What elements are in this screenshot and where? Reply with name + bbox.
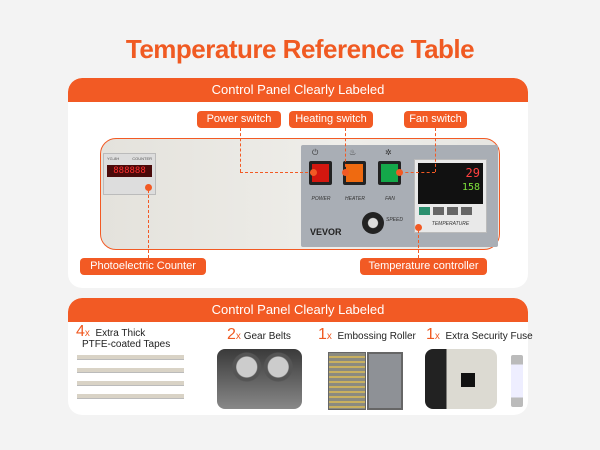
qty-x: x xyxy=(326,331,332,342)
qty: 2 xyxy=(227,326,236,343)
gear-belts-image xyxy=(217,349,302,409)
accessory-gear-belts: 2x Gear Belts xyxy=(227,326,291,344)
qty-x: x xyxy=(434,331,440,342)
qty: 1 xyxy=(426,326,435,343)
qty-x: x xyxy=(235,331,241,342)
marker-dot xyxy=(310,169,317,176)
leader-line xyxy=(345,128,346,172)
page-title: Temperature Reference Table xyxy=(125,34,475,64)
leader-line xyxy=(418,230,419,258)
card-header: Control Panel Clearly Labeled xyxy=(68,78,528,102)
callout-power-switch: Power switch xyxy=(197,111,281,128)
qty: 1 xyxy=(318,326,327,343)
item-name: Embossing Roller xyxy=(337,331,416,342)
item-name: Gear Belts xyxy=(243,331,291,342)
power-icon: ⏻ xyxy=(312,148,319,157)
leader-line xyxy=(240,172,313,173)
roller-case-image xyxy=(367,352,403,410)
marker-dot xyxy=(396,169,403,176)
pv-display: 29 xyxy=(465,166,480,180)
fan-icon: ✲ xyxy=(385,148,392,157)
fan-label: FAN xyxy=(385,196,395,202)
qty: 4 xyxy=(76,323,85,340)
accessory-tapes: 4x Extra Thick PTFE-coated Tapes xyxy=(76,323,171,351)
temperature-controller: 29 158 TEMPERATURE xyxy=(414,159,487,233)
callout-photoelectric-counter: Photoelectric Counter xyxy=(80,258,206,275)
power-label: POWER xyxy=(311,196,331,202)
fuse-socket-image xyxy=(425,349,497,409)
leader-line xyxy=(148,190,149,258)
marker-dot xyxy=(415,224,422,231)
set-button[interactable] xyxy=(419,207,430,215)
item-name-2: PTFE-coated Tapes xyxy=(82,339,171,350)
callout-fan-switch: Fan switch xyxy=(404,111,467,128)
marker-dot xyxy=(145,184,152,191)
heater-label: HEATER xyxy=(345,196,365,202)
down-button[interactable] xyxy=(447,207,458,215)
vevor-logo: VEVOR xyxy=(310,227,342,237)
fuse-image xyxy=(511,355,523,407)
counter-display: 888888 xyxy=(107,165,152,177)
tapes-image xyxy=(77,355,184,399)
shift-button[interactable] xyxy=(433,207,444,215)
counter-label: COUNTER xyxy=(132,156,152,161)
qty-x: x xyxy=(84,328,90,339)
embossing-roller-image xyxy=(328,352,366,410)
accessory-embossing-roller: 1x Embossing Roller xyxy=(318,326,416,344)
speed-label: SPEED xyxy=(386,217,403,223)
speed-knob[interactable] xyxy=(362,212,384,234)
card-header: Control Panel Clearly Labeled xyxy=(68,298,528,322)
accessory-security-fuse: 1x Extra Security Fuse xyxy=(426,326,533,344)
leader-line xyxy=(400,172,435,173)
item-name: Extra Security Fuse xyxy=(445,331,533,342)
temperature-label: TEMPERATURE xyxy=(431,221,470,227)
item-name: Extra Thick xyxy=(95,328,146,339)
leader-line xyxy=(435,128,436,172)
leader-line xyxy=(240,128,241,172)
callout-heating-switch: Heating switch xyxy=(289,111,373,128)
up-button[interactable] xyxy=(461,207,472,215)
counter-model: YG-8H xyxy=(107,156,120,161)
marker-dot xyxy=(342,169,349,176)
heat-icon: ♨ xyxy=(349,148,357,157)
sv-display: 158 xyxy=(461,182,480,193)
callout-temperature-controller: Temperature controller xyxy=(360,258,487,275)
